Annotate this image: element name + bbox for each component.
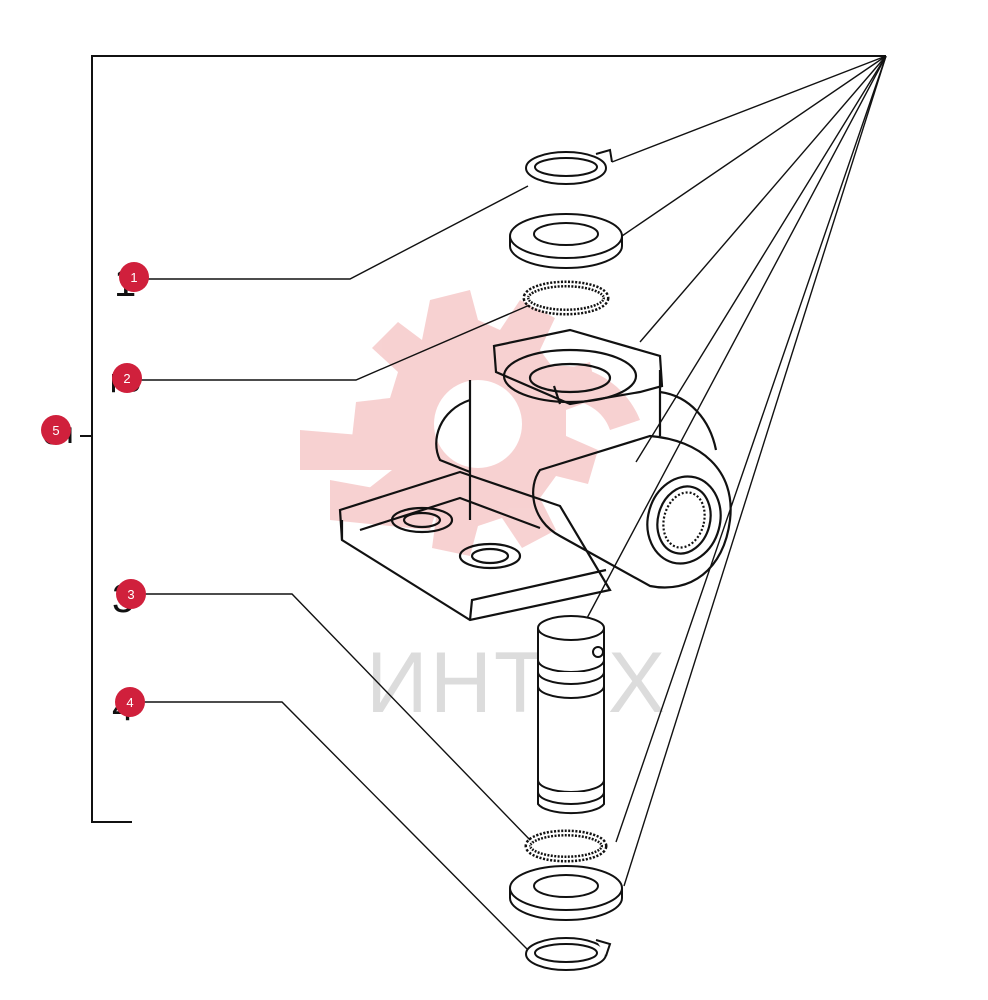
callout-badge-5[interactable]: 5: [41, 415, 71, 445]
callout-badge-label: 2: [123, 371, 130, 386]
o-ring-bottom: [524, 829, 608, 863]
callout-badge-2[interactable]: 2: [112, 363, 142, 393]
callout-badge-label: 3: [127, 587, 134, 602]
flat-washer-bottom: [509, 865, 623, 921]
callout-badge-4[interactable]: 4: [115, 687, 145, 717]
pivot-housing: [338, 328, 732, 622]
callout-badge-3[interactable]: 3: [116, 579, 146, 609]
callout-badge-label: 1: [130, 270, 137, 285]
snap-ring-top: [525, 148, 613, 185]
callout-badge-label: 4: [126, 695, 133, 710]
assembly-bracket: [80, 55, 886, 823]
pivot-pin: [537, 615, 605, 815]
flat-washer-top: [509, 213, 623, 269]
leader-lines: [140, 55, 887, 951]
o-ring-top: [522, 280, 610, 316]
callout-badge-label: 5: [52, 423, 59, 438]
watermark-text: ИНТЕХ: [366, 635, 667, 731]
snap-ring-bottom: [525, 937, 612, 971]
watermark-logo-icon: [300, 290, 640, 556]
callout-badge-1[interactable]: 1: [119, 262, 149, 292]
